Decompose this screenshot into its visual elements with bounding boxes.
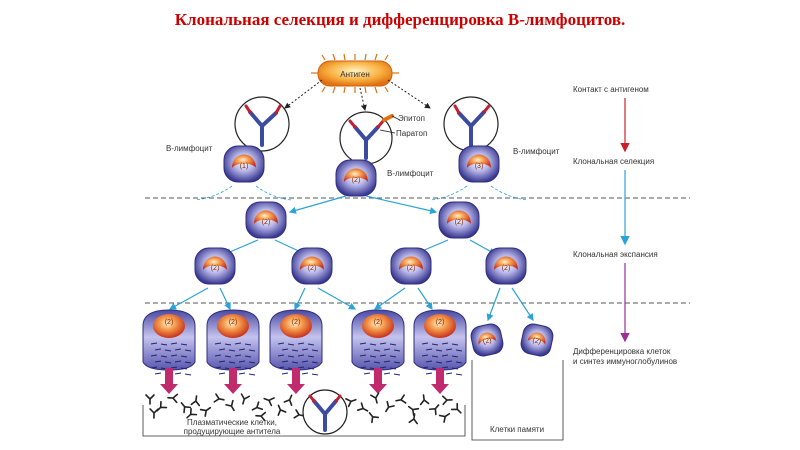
svg-text:(1): (1) xyxy=(240,163,249,170)
b-lymphocyte-label-center: В-лимфоцит xyxy=(387,169,434,178)
svg-text:(2): (2) xyxy=(352,177,361,184)
plasma-cell: (2) xyxy=(142,309,196,394)
paratope-label: Паратоп xyxy=(396,129,427,138)
antibody-icon xyxy=(225,399,235,412)
antibody-icon xyxy=(385,400,395,413)
stage-expansion: Клональная экспансия xyxy=(573,250,658,259)
svg-text:(2): (2) xyxy=(455,219,464,226)
svg-text:(2): (2) xyxy=(165,319,174,326)
receptor-circle-3 xyxy=(443,96,499,152)
antibody-icon xyxy=(283,394,293,406)
antibody-icon xyxy=(438,412,451,423)
antibody-icon xyxy=(251,401,264,411)
svg-text:(2): (2) xyxy=(436,319,445,326)
antibody-icon xyxy=(345,398,357,408)
antibody-icon xyxy=(255,411,267,422)
antibody-icon xyxy=(370,392,380,404)
antibody-icon xyxy=(145,394,155,405)
antigen: Антиген xyxy=(311,53,399,94)
antibody-icon xyxy=(419,394,430,406)
svg-text:(2): (2) xyxy=(292,319,301,326)
svg-text:(3): (3) xyxy=(475,163,484,170)
antibody-icon xyxy=(167,393,179,404)
expansion-cell: (2) xyxy=(291,247,333,285)
svg-text:(2): (2) xyxy=(482,337,492,346)
expansion-cell: (2) xyxy=(245,201,287,239)
antibody-icon xyxy=(190,395,201,407)
antibodies xyxy=(145,392,462,425)
antibody-icon xyxy=(368,412,380,424)
receptor-circle-2 xyxy=(339,111,394,165)
antibody-icon xyxy=(149,408,159,419)
memory-cell: (2) xyxy=(520,323,554,357)
antibody-icon xyxy=(199,406,212,417)
plasma-cell: (2) xyxy=(269,309,323,394)
plasma-cell: (2) xyxy=(413,309,467,394)
svg-text:(2): (2) xyxy=(532,337,542,346)
plasma-cell: (2) xyxy=(351,309,405,394)
antibody-icon xyxy=(356,402,369,412)
antibody-icon xyxy=(450,402,462,414)
svg-text:(2): (2) xyxy=(407,265,416,272)
stage-selection: Клональная селекция xyxy=(573,157,654,166)
stage-contact: Контакт с антигеном xyxy=(573,85,649,94)
receptor-circle-1 xyxy=(234,96,290,152)
memory-cells-label: Клетки памяти xyxy=(490,425,544,434)
antibody-icon xyxy=(408,413,418,425)
antibody-icon xyxy=(395,394,407,404)
expansion-cell: (2) xyxy=(194,247,236,285)
antibody-icon xyxy=(407,405,420,416)
svg-text:(2): (2) xyxy=(262,219,271,226)
svg-text:(2): (2) xyxy=(502,265,511,272)
antibody-icon xyxy=(186,407,198,419)
antigen-label: Антиген xyxy=(340,70,370,79)
svg-text:(2): (2) xyxy=(308,265,317,272)
epitope-label: Эпитоп xyxy=(398,114,425,123)
plasma-cell: (2) xyxy=(206,309,260,394)
plasma-cells-label: Плазматические клетки, xyxy=(187,418,277,427)
antibody-icon xyxy=(428,404,440,416)
page-title: Клональная селекция и дифференцировка В-… xyxy=(174,10,626,29)
svg-text:(2): (2) xyxy=(229,319,238,326)
antibody-icon xyxy=(213,393,225,403)
memory-cell: (2) xyxy=(470,323,504,357)
antibody-icon xyxy=(441,395,453,406)
antibody-icon xyxy=(180,402,192,414)
plasma-cells-label-2: продуцирующие антитела xyxy=(184,427,281,436)
b-lymphocyte-3: (3) xyxy=(458,145,500,183)
stage-differentiation-2: и синтез иммуноглобулинов xyxy=(573,357,677,366)
svg-text:(2): (2) xyxy=(374,319,383,326)
stage-differentiation: Дифференцировка клеток xyxy=(573,347,671,356)
svg-text:(2): (2) xyxy=(211,265,220,272)
antibody-icon xyxy=(277,404,287,416)
antibody-icon xyxy=(263,397,275,407)
b-lymphocyte-label-right: В-лимфоцит xyxy=(513,147,560,156)
expansion-cell: (2) xyxy=(438,201,480,239)
expansion-cell: (2) xyxy=(390,247,432,285)
plasma-cells: (2) (2) (2) (2) (2) xyxy=(142,309,467,394)
expansion-cell: (2) xyxy=(485,247,527,285)
antibody-zoom-circle xyxy=(302,389,348,435)
b-lymphocyte-label-left: В-лимфоцит xyxy=(166,144,213,153)
b-lymphocyte-1: (1) xyxy=(223,145,265,183)
antibody-icon xyxy=(240,393,251,405)
b-lymphocyte-2: (2) xyxy=(335,159,377,197)
